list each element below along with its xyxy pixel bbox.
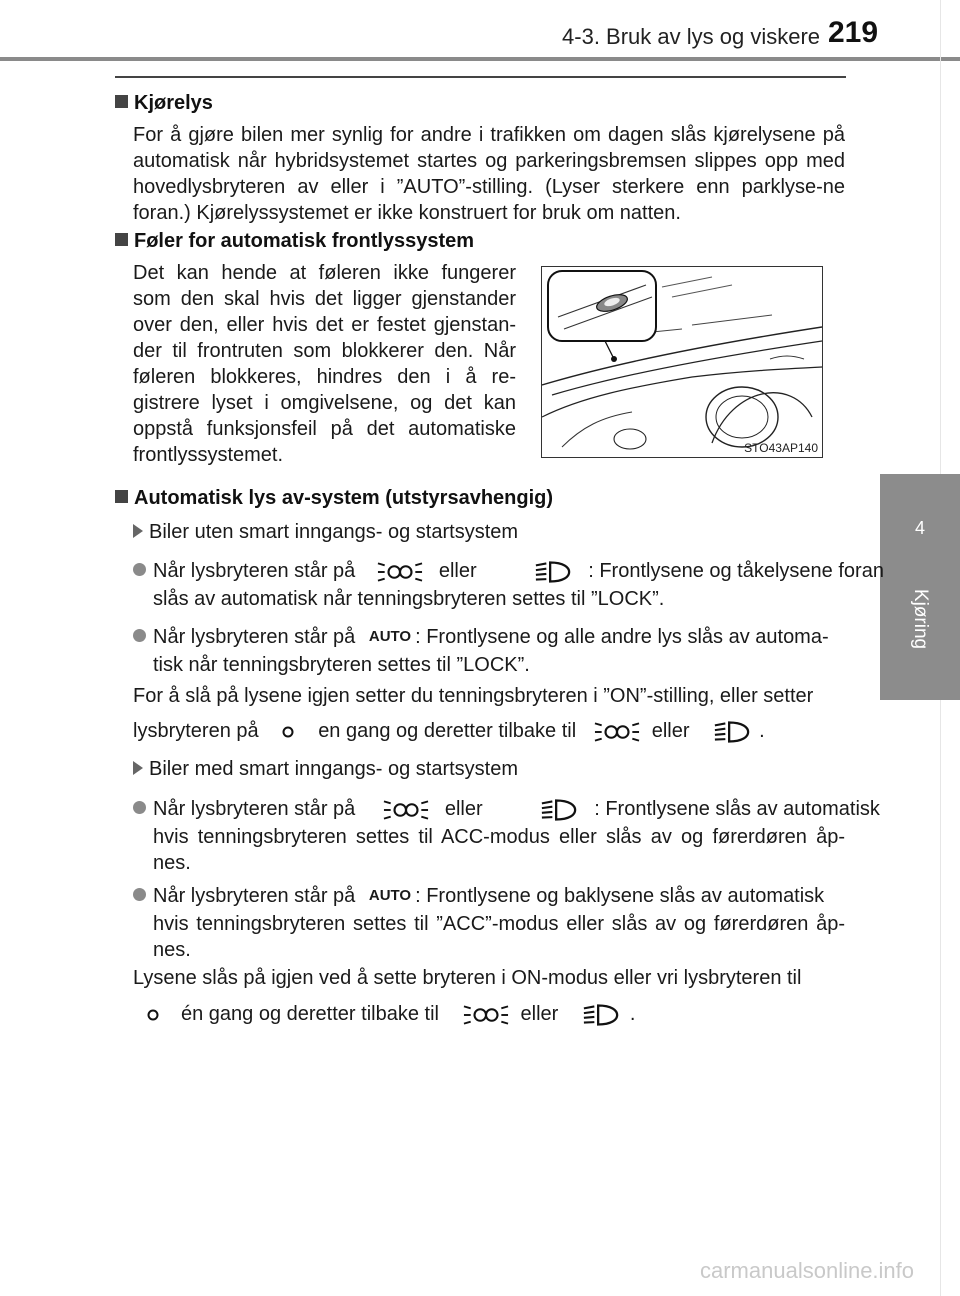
auto-icon: AUTO (368, 887, 412, 904)
text: Når lysbryteren står på (153, 626, 356, 648)
text: eller (438, 560, 477, 582)
headlight-icon (540, 797, 578, 823)
triangle-bullet-icon (133, 761, 143, 775)
square-bullet-icon (115, 95, 128, 108)
chapter-title: Kjøring (900, 574, 940, 664)
group2-title: Biler med smart inngangs- og startsystem (133, 756, 518, 782)
round-bullet-icon (133, 888, 146, 901)
heading-auto-off: Automatisk lys av-system (utstyrsavhengi… (115, 487, 553, 510)
tail-light-icon (383, 797, 429, 823)
kjorelys-body: For å gjøre bilen mer synlig for andre i… (133, 124, 845, 224)
group2-bullet2-rest: hvis tenningsbryteren settes til ”ACC”-m… (153, 913, 845, 961)
chapter-number: 4 (914, 518, 925, 538)
headlight-icon (534, 559, 572, 585)
round-bullet-icon (133, 563, 146, 576)
group2-bullet2-line1: Når lysbryteren står på AUTO: Frontlysen… (133, 883, 824, 909)
figure-code: STO43AP140 (744, 441, 818, 455)
auto-icon: AUTO (368, 628, 412, 645)
text: eller (444, 798, 483, 820)
heading-kjorelys: Kjørelys (115, 92, 213, 115)
section-rule (115, 76, 846, 78)
headlight-icon (713, 719, 751, 745)
group1-bullet2-line2: tisk når tenningsbryteren settes til ”LO… (153, 654, 530, 676)
square-bullet-icon (115, 490, 128, 503)
header-rule (0, 57, 960, 61)
foler-body: Det kan hende at føleren ikke fungerer s… (133, 262, 516, 466)
text: . (759, 720, 765, 742)
triangle-bullet-icon (133, 524, 143, 538)
headlight-icon (582, 1002, 620, 1028)
text: : Frontlysene og alle andre lys slås av … (415, 626, 829, 648)
group2-title-text: Biler med smart inngangs- og startsystem (149, 758, 519, 780)
text: eller (520, 1003, 559, 1025)
group1-title: Biler uten smart inngangs- og startsyste… (133, 519, 518, 545)
group1-bullet1-line1: Når lysbryteren står på eller : Frontlys… (133, 558, 884, 585)
text: en gang og deretter tilbake til (318, 720, 577, 742)
text: eller (651, 720, 690, 742)
text: : Frontlysene og baklysene slås av autom… (415, 885, 825, 907)
round-bullet-icon (133, 801, 146, 814)
group1-bullet1-line2: slås av automatisk når tenningsbryteren … (153, 588, 665, 610)
chapter-title-text: Kjøring (910, 588, 931, 650)
off-circle-icon (145, 1007, 161, 1023)
group2-note-line1: Lysene slås på igjen ved å sette brytere… (133, 967, 802, 989)
sensor-illustration: STO43AP140 (541, 266, 823, 458)
group2-bullet1-line1: Når lysbryteren står på eller : Frontlys… (133, 796, 880, 823)
group1-title-text: Biler uten smart inngangs- og startsyste… (149, 521, 519, 543)
chapter-tab: 4 Kjøring (880, 474, 960, 700)
heading-kjorelys-text: Kjørelys (134, 92, 213, 114)
tail-light-icon (463, 1002, 509, 1028)
round-bullet-icon (133, 629, 146, 642)
page-number: 219 (828, 16, 879, 49)
text: : Frontlysene og tåkelysene foran (588, 560, 884, 582)
tail-light-icon (594, 719, 640, 745)
text: Når lysbryteren står på (153, 885, 356, 907)
watermark: carmanualsonline.info (700, 1258, 915, 1283)
group1-note-line2: lysbryteren på en gang og deretter tilba… (133, 718, 765, 745)
text: lysbryteren på (133, 720, 259, 742)
dashboard-sensor-drawing (542, 270, 822, 450)
running-header-section: 4-3. Bruk av lys og viskere (562, 24, 820, 49)
heading-foler-text: Føler for automatisk frontlyssystem (134, 230, 475, 252)
text: Når lysbryteren står på (153, 560, 356, 582)
text: . (629, 1003, 636, 1025)
heading-auto-off-text: Automatisk lys av-system (utstyrsavhengi… (134, 487, 554, 509)
group1-bullet2-line1: Når lysbryteren står på AUTO: Frontlysen… (133, 624, 829, 650)
text: : Frontlysene slås av automatisk (594, 798, 880, 820)
heading-foler: Føler for automatisk frontlyssystem (115, 230, 474, 253)
group1-note-line1: For å slå på lysene igjen setter du tenn… (133, 685, 814, 707)
tail-light-icon (377, 559, 423, 585)
group2-note-line2: én gang og deretter tilbake til eller . (145, 1001, 635, 1028)
square-bullet-icon (115, 233, 128, 246)
group2-bullet1-rest: hvis tenningsbryteren settes til ACC-mod… (153, 826, 845, 874)
text: Når lysbryteren står på (153, 798, 356, 820)
text: én gang og deretter tilbake til (181, 1003, 439, 1025)
off-circle-icon (280, 724, 296, 740)
